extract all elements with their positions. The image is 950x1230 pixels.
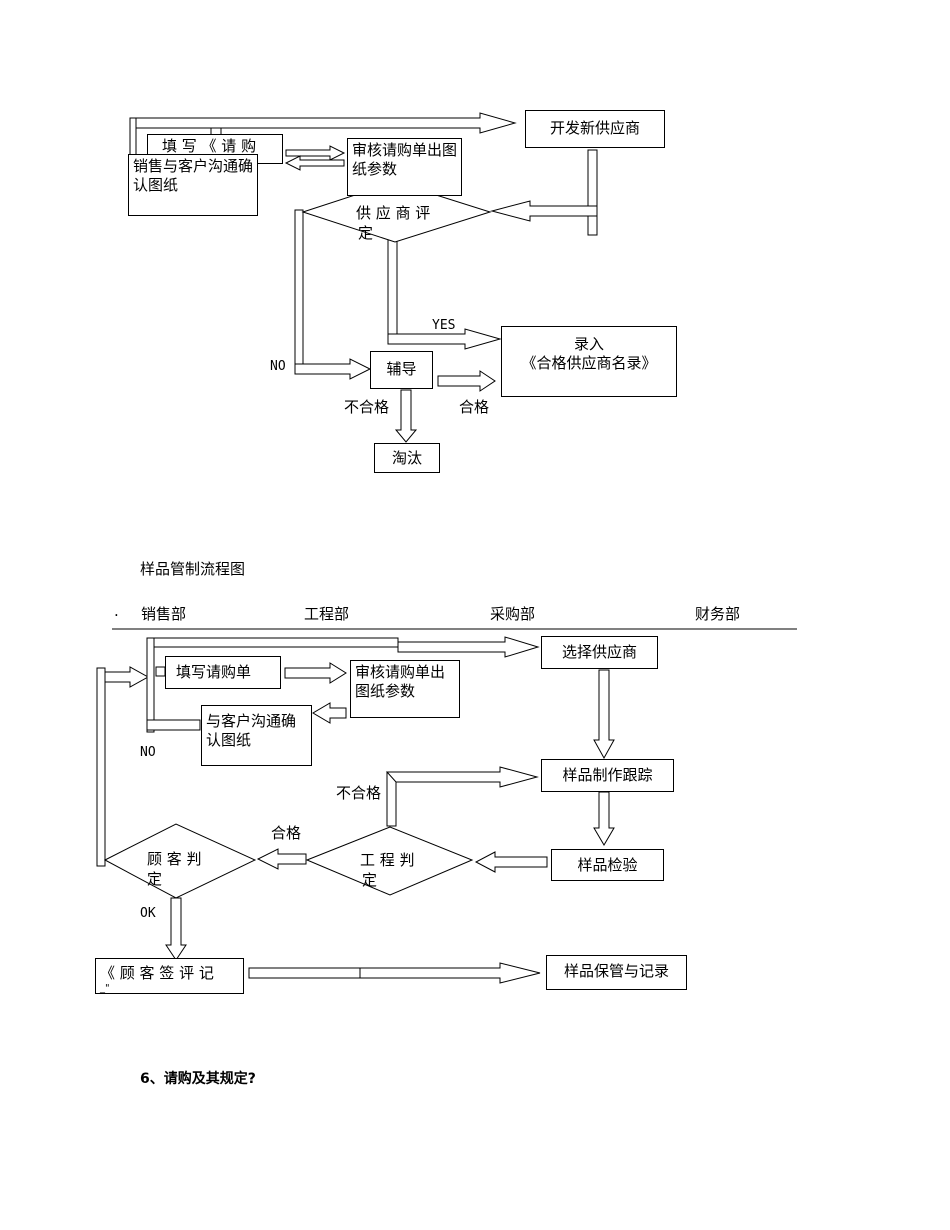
arrow-to-guide	[294, 358, 372, 380]
arrow-ok	[165, 897, 187, 961]
arrow-to-communicate	[312, 702, 347, 724]
enter-list-label: 录入	[573, 335, 604, 353]
dept-finance: 财务部	[695, 605, 741, 623]
qualified-label: 合格	[271, 824, 302, 842]
arrow-back	[284, 155, 345, 171]
fill-request-label: 填 写 《 请 购	[162, 137, 257, 155]
yes-label: YES	[432, 318, 456, 333]
arrow-back-tracking	[385, 766, 539, 788]
qualified-list-label: 《合格供应商名录》	[521, 354, 657, 372]
sample-inspection-label: 样品检验	[577, 856, 638, 874]
arrow-to-tracking	[593, 669, 615, 760]
arrow-to-eval	[490, 200, 598, 222]
dept-engineering: 工程部	[304, 605, 350, 623]
connector-bar	[146, 637, 155, 733]
review-request-label: 审核请购单出图纸参数	[352, 141, 458, 178]
sales-communicate-box: 销售与客户沟通确认图纸	[128, 154, 258, 216]
guide-box: 辅导	[370, 351, 433, 389]
connector-bar	[248, 967, 361, 979]
ok-label: OK	[140, 906, 156, 921]
arrow-to-storage	[359, 962, 541, 984]
no-label: NO	[270, 359, 286, 374]
qualified-list-box: 录入 《合格供应商名录》	[501, 326, 677, 397]
connector-bar	[146, 719, 201, 731]
connector-bar	[587, 149, 598, 236]
sample-tracking-box: 样品制作跟踪	[541, 759, 674, 792]
customer-sign-label-2: _"	[100, 983, 110, 994]
arrow-to-cust-judge	[256, 848, 307, 870]
diamond-engineering-judge	[305, 826, 474, 896]
sample-tracking-label: 样品制作跟踪	[562, 766, 653, 784]
sample-storage-box: 样品保管与记录	[546, 955, 687, 990]
supplier-eval-label: 供 应 商 评	[356, 204, 431, 222]
sample-inspection-box: 样品检验	[551, 849, 664, 881]
no-label: NO	[140, 745, 156, 760]
customer-judge-label-2: 定	[147, 870, 163, 888]
sales-communicate-label: 销售与客户沟通确认图纸	[133, 157, 254, 194]
connector-bar	[96, 667, 106, 867]
arrow-to-develop	[135, 112, 517, 134]
dept-purchasing: 采购部	[490, 605, 536, 623]
unqualified-label: 不合格	[336, 784, 382, 802]
supplier-eval-label-2: 定	[358, 224, 374, 242]
eliminate-box: 淘汰	[374, 443, 440, 473]
review-request-box: 审核请购单出图纸参数	[347, 138, 462, 196]
sample-storage-label: 样品保管与记录	[563, 962, 669, 980]
communicate-label: 与客户沟通确认图纸	[206, 712, 297, 749]
connector-bar	[153, 637, 399, 648]
select-supplier-box: 选择供应商	[541, 636, 658, 669]
arrow-to-inspection	[593, 791, 615, 846]
connector-bar	[294, 209, 304, 371]
arrow-to-select	[397, 636, 540, 658]
connector-bar	[387, 239, 398, 341]
arrow-to-eng-judge	[474, 851, 548, 873]
arrow-to-fill	[104, 666, 150, 688]
unqualified-label: 不合格	[344, 398, 390, 416]
develop-supplier-box: 开发新供应商	[525, 110, 665, 148]
fill-request-box: 填写请购单	[165, 656, 281, 689]
select-supplier-label: 选择供应商	[561, 643, 637, 661]
customer-judge-label: 顾 客 判	[147, 850, 202, 868]
fill-request-label: 填写请购单	[176, 663, 252, 681]
arrow-qualified	[437, 370, 496, 392]
communicate-box: 与客户沟通确认图纸	[201, 705, 312, 766]
engineering-judge-label-2: 定	[362, 871, 378, 889]
engineering-judge-label: 工 程 判	[360, 851, 415, 869]
customer-sign-label: 《 顾 客 签 评 记	[100, 964, 214, 982]
section-heading: 6、请购及其规定?	[140, 1071, 256, 1087]
arrow-to-review	[284, 662, 347, 684]
arrow-unqualified	[394, 389, 418, 443]
arrow-to-list	[387, 328, 502, 350]
dept-sales: 销售部	[141, 605, 187, 623]
qualified-label: 合格	[459, 398, 490, 416]
flow2-title: 样品管制流程图	[140, 560, 246, 578]
connector-square	[155, 666, 166, 677]
review-request-box: 审核请购单出图纸参数	[350, 660, 460, 718]
arrow-to-review	[285, 145, 346, 161]
review-request-label: 审核请购单出图纸参数	[355, 663, 446, 700]
eliminate-label: 淘汰	[391, 449, 422, 467]
diamond-customer-judge	[103, 823, 257, 899]
bullet: .	[114, 602, 119, 620]
develop-supplier-label: 开发新供应商	[549, 119, 640, 137]
customer-sign-box: 《 顾 客 签 评 记 _"	[95, 958, 244, 994]
guide-label: 辅导	[386, 360, 417, 378]
